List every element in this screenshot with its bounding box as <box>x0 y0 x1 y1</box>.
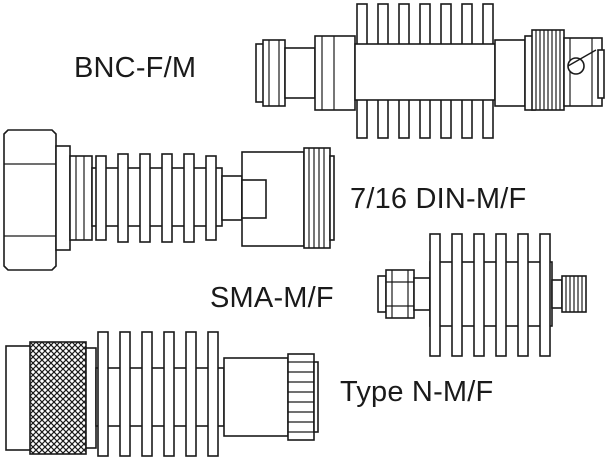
sma-male-end <box>377 269 431 319</box>
din-heatsink <box>91 153 223 243</box>
typen-heatsink <box>95 331 225 457</box>
din-female-end <box>221 147 335 249</box>
sma-attenuator <box>377 233 587 357</box>
label-typen: Type N-M/F <box>340 376 494 408</box>
bnc-heatsink <box>354 3 496 139</box>
din-attenuator <box>3 129 335 271</box>
typen-female-end <box>223 353 319 441</box>
din-male-end <box>3 129 93 271</box>
bnc-female-end <box>255 35 356 111</box>
bnc-male-end <box>494 29 605 111</box>
sma-heatsink <box>429 233 553 357</box>
bnc-attenuator <box>255 3 605 139</box>
sma-female-end <box>551 275 587 313</box>
typen-male-end <box>5 341 97 455</box>
label-din: 7/16 DIN-M/F <box>350 183 527 215</box>
label-sma: SMA-M/F <box>210 282 334 314</box>
typen-attenuator <box>5 331 319 457</box>
label-bnc: BNC-F/M <box>74 52 197 84</box>
